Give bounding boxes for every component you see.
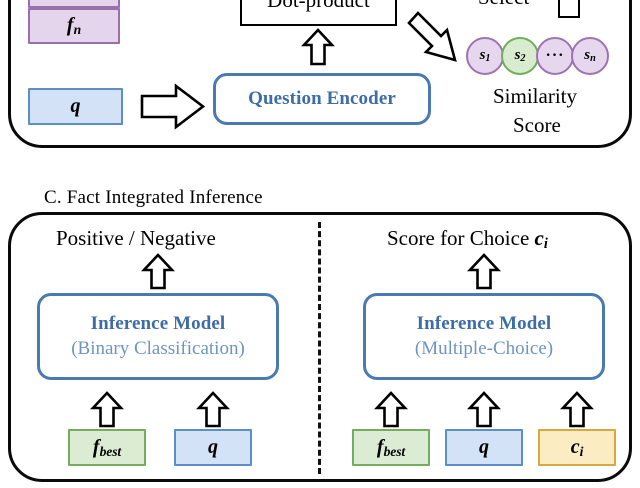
select-label: Select: [478, 0, 529, 8]
left-output-label: Positive / Negative: [56, 226, 216, 250]
right-output-label: Score for Choice ci: [387, 226, 548, 253]
similarity-score-s1: s1: [466, 37, 504, 75]
similarity-score-s1-label: s1: [479, 47, 491, 65]
panel-divider: [318, 222, 321, 474]
input-box-ci-right-label: ci: [570, 435, 584, 459]
fact-box-partial: [28, 0, 120, 8]
fact-box-fn: fn: [28, 8, 120, 44]
input-box-q-right: q: [445, 429, 523, 466]
input-box-q-right-label: q: [479, 436, 489, 458]
similarity-score-sn-label: sn: [584, 47, 596, 65]
similarity-score-ellipsis-label: ···: [545, 47, 565, 64]
similarity-caption-line1: Similarity: [493, 84, 577, 108]
similarity-score-sn: sn: [571, 37, 609, 75]
input-box-fbest-left-label: fbest: [92, 435, 122, 459]
inference-model-binary-box: Inference Model (Binary Classification): [37, 293, 279, 380]
inference-model-mc-title: Inference Model: [416, 313, 552, 334]
similarity-caption-line2: Score: [513, 113, 561, 137]
input-box-fbest-right: fbest: [352, 429, 430, 466]
dot-product-box: Dot-product: [240, 0, 397, 26]
question-encoder-label: Question Encoder: [248, 88, 396, 109]
question-box-q-label: q: [70, 95, 81, 117]
input-box-q-left-label: q: [208, 436, 218, 458]
inference-model-binary-subtitle: (Binary Classification): [71, 338, 245, 359]
input-box-fbest-left: fbest: [68, 429, 146, 466]
similarity-score-s2: s2: [501, 37, 539, 75]
input-box-fbest-right-label: fbest: [376, 435, 406, 459]
question-box-q: q: [28, 88, 123, 125]
select-marker-box: [558, 0, 580, 18]
input-box-q-left: q: [174, 429, 252, 466]
input-box-ci-right: ci: [538, 429, 616, 466]
inference-model-mc-box: Inference Model (Multiple-Choice): [363, 293, 605, 380]
dot-product-label: Dot-product: [267, 0, 370, 13]
fact-box-fn-label: fn: [66, 14, 82, 37]
similarity-score-ellipsis: ···: [536, 37, 574, 75]
inference-model-binary-title: Inference Model: [90, 313, 226, 334]
similarity-score-s2-label: s2: [514, 47, 526, 65]
question-encoder-box: Question Encoder: [213, 73, 431, 125]
inference-model-mc-subtitle: (Multiple-Choice): [414, 338, 554, 359]
panel-c-title: C. Fact Integrated Inference: [44, 187, 263, 208]
